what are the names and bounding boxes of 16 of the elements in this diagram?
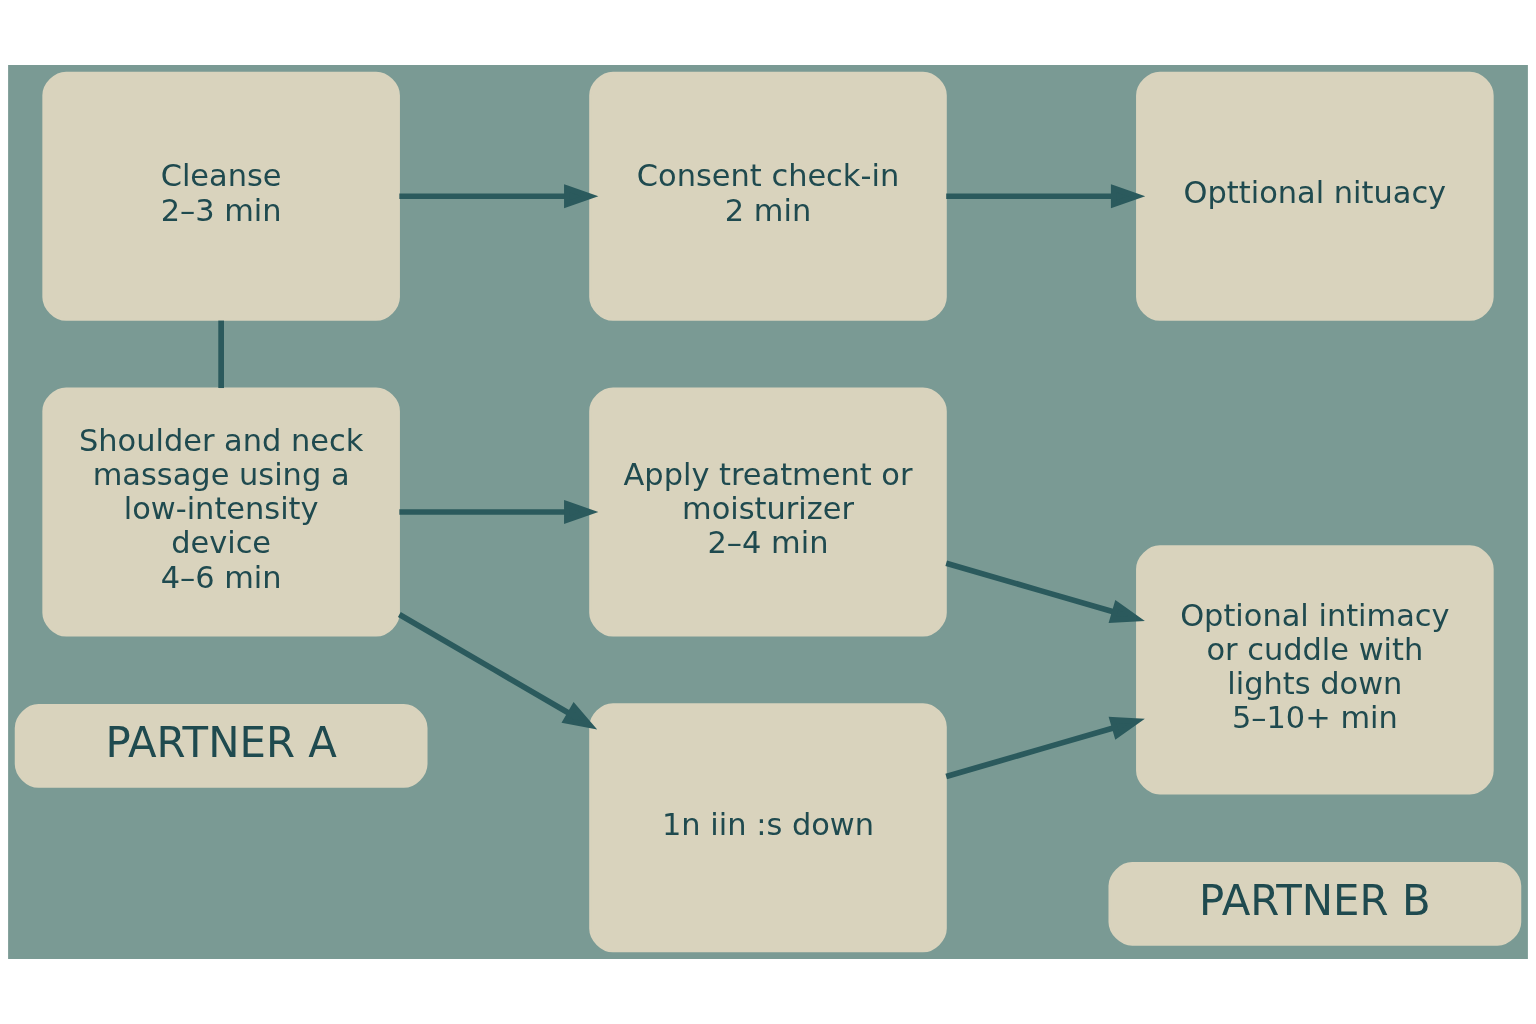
node-box: Apply treatment or moisturizer 2–4 min [589, 387, 947, 637]
arrow [945, 716, 1145, 780]
node-box: Cleanse 2–3 min [42, 71, 400, 321]
connector [218, 320, 224, 389]
arrow [399, 500, 599, 524]
node-box: Shoulder and neck massage using a low-intensity device 4–6 min [42, 387, 400, 637]
arrow [946, 184, 1146, 209]
node-box: 1n iin :s down [589, 703, 947, 953]
node-box: Optional intimacy or cuddle with lights down 5–10+ min [1136, 545, 1494, 795]
arrow [399, 184, 599, 209]
node-box: PARTNER A [14, 704, 428, 788]
node-box: Consent check-in 2 min [589, 71, 947, 321]
arrow [945, 560, 1145, 623]
node-box: PARTNER B [1108, 862, 1522, 946]
arrow [397, 612, 598, 730]
node-box: Opttional nituacy [1136, 71, 1494, 321]
